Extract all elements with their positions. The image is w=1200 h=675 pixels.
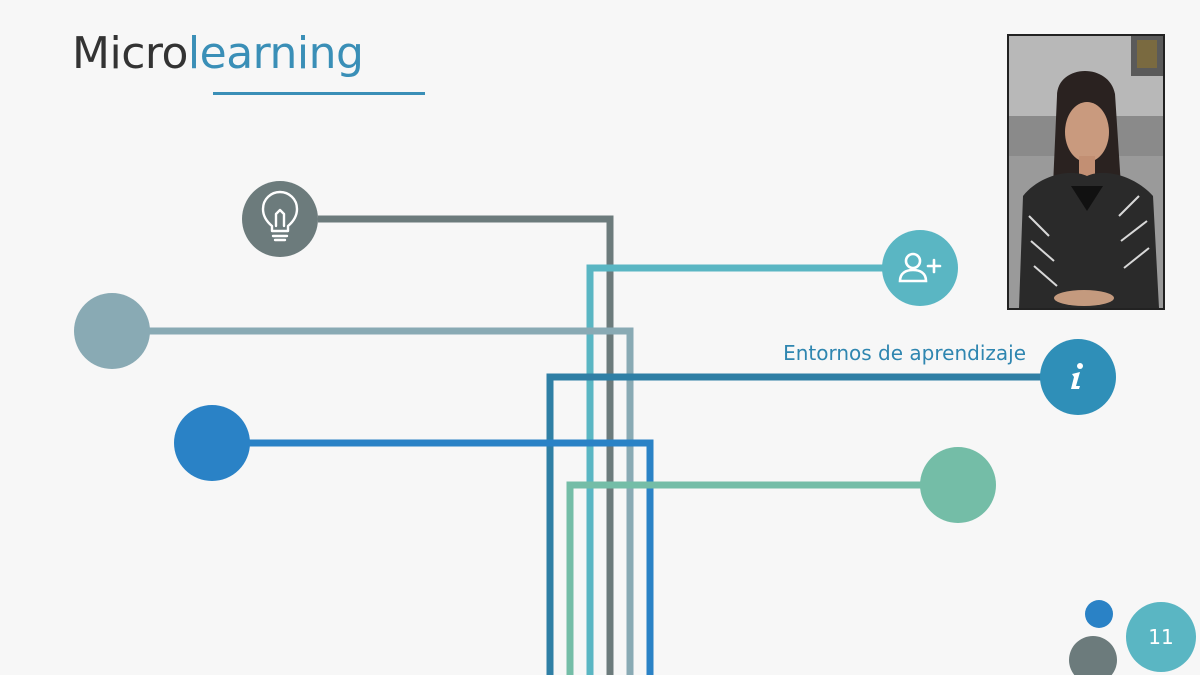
presenter-image [1009,36,1163,308]
connector-mid-blue [550,377,1042,675]
node-bright-blue [174,405,250,481]
node-info [1040,339,1116,415]
connector-teal [590,268,885,675]
connector-gray [318,219,610,675]
node-mint [920,447,996,523]
node-light-slate [74,293,150,369]
info-node-label: Entornos de aprendizaje [783,341,1026,365]
presenter-video [1007,34,1165,310]
node-lightbulb [242,181,318,257]
connector-mint [570,485,922,675]
slide-number: 11 [1126,602,1196,672]
connector-light-slate [148,331,630,675]
node-add-user [882,230,958,306]
